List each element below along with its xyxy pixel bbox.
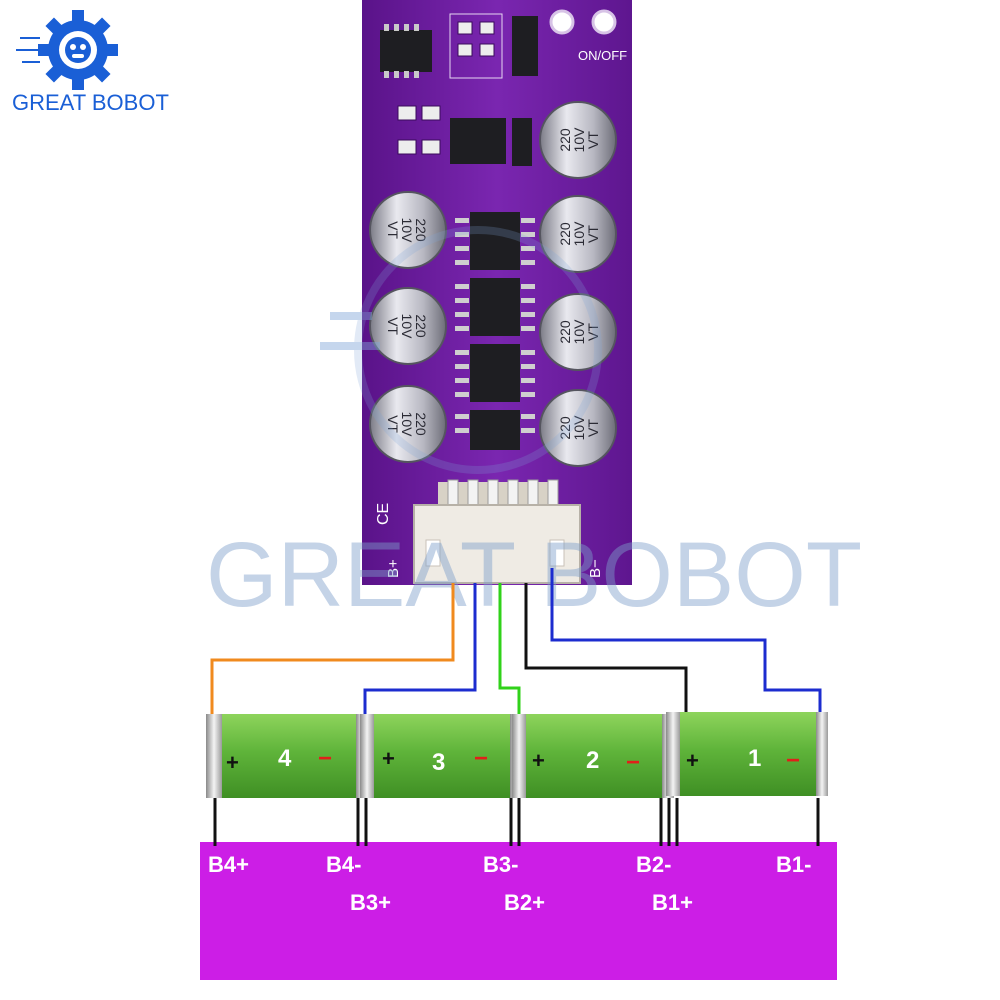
terminal-label: B3- — [483, 852, 518, 877]
capacitor: 220 10V VT — [539, 101, 617, 179]
switch-label: ON/OFF — [578, 48, 627, 63]
brand-name: GREAT BOBOT — [12, 90, 169, 115]
capacitor: 220 10V VT — [539, 389, 617, 467]
terminal-label: B4- — [326, 852, 361, 877]
gear-icon — [320, 226, 602, 474]
capacitor: 220 10V VT — [539, 195, 617, 273]
terminal-labels: B4+ B4- B3+ B3- B2+ B2- B1+ B1- — [208, 852, 811, 915]
watermark: GREAT BOBOT — [206, 226, 862, 626]
terminal-label: B4+ — [208, 852, 249, 877]
terminal-label: B1+ — [652, 890, 693, 915]
svg-text:VT: VT — [585, 225, 601, 243]
svg-text:VT: VT — [385, 317, 401, 335]
wire-black — [524, 583, 688, 720]
battery-cell-1: + 1 − — [666, 712, 828, 796]
svg-text:10V: 10V — [571, 221, 587, 247]
svg-text:220: 220 — [557, 320, 573, 344]
mosfet — [512, 16, 538, 76]
cell-minus: − — [318, 745, 332, 772]
svg-text:220: 220 — [557, 416, 573, 440]
svg-text:VT: VT — [585, 419, 601, 437]
terminal-label: B1- — [776, 852, 811, 877]
pin-label-b-plus: B+ — [385, 559, 402, 578]
watermark-text: GREAT BOBOT — [206, 524, 862, 626]
wires — [210, 568, 822, 720]
cell-number: 2 — [586, 747, 599, 774]
svg-text:220: 220 — [413, 314, 429, 338]
cell-minus: − — [474, 745, 488, 772]
terminal-panel — [200, 842, 837, 980]
svg-text:10V: 10V — [571, 319, 587, 345]
bms-board: ON/OFF — [362, 0, 632, 585]
wire-green — [498, 583, 521, 718]
ic-chip — [512, 118, 532, 166]
cell-number: 3 — [432, 749, 445, 776]
ic-column — [455, 212, 535, 450]
capacitor: 220 10V VT — [539, 293, 617, 371]
battery-cell-2: + 2 − — [512, 714, 674, 798]
ic-chip — [450, 118, 506, 164]
brand-logo: GREAT BOBOT — [12, 10, 169, 115]
svg-text:VT: VT — [585, 131, 601, 149]
cell-number: 4 — [278, 745, 292, 772]
svg-text:220: 220 — [557, 128, 573, 152]
capacitor: 220 10V VT — [369, 287, 447, 365]
battery-cell-3: + 3 − — [360, 714, 522, 798]
capacitor: 220 10V VT — [369, 385, 447, 463]
ic-chip — [380, 30, 432, 72]
cell-minus: − — [626, 749, 640, 776]
svg-text:10V: 10V — [399, 412, 415, 438]
terminal-label: B3+ — [350, 890, 391, 915]
svg-text:220: 220 — [413, 218, 429, 242]
cell-plus: + — [532, 748, 545, 773]
battery-cell-4: + 4 − — [206, 714, 368, 798]
svg-text:220: 220 — [413, 412, 429, 436]
gear-icon — [16, 10, 118, 90]
svg-text:10V: 10V — [571, 127, 587, 153]
svg-text:VT: VT — [385, 415, 401, 433]
svg-text:220: 220 — [557, 222, 573, 246]
ce-mark: CE — [375, 503, 392, 525]
cell-plus: + — [382, 746, 395, 771]
wire-blue-b3 — [363, 583, 477, 720]
cell-plus: + — [686, 748, 699, 773]
cell-minus: − — [786, 747, 800, 774]
svg-text:10V: 10V — [571, 415, 587, 441]
terminal-leads — [213, 798, 820, 846]
svg-text:10V: 10V — [399, 314, 415, 340]
switch-pad — [549, 9, 575, 35]
wire-blue-b1 — [550, 568, 822, 720]
svg-text:VT: VT — [585, 323, 601, 341]
cell-number: 1 — [748, 745, 761, 772]
terminal-label: B2- — [636, 852, 671, 877]
svg-text:VT: VT — [385, 221, 401, 239]
svg-text:10V: 10V — [399, 218, 415, 244]
capacitor: 220 10V VT — [369, 191, 447, 269]
wire-orange — [210, 583, 455, 720]
terminal-label: B2+ — [504, 890, 545, 915]
cell-plus: + — [226, 750, 239, 775]
switch-pad — [591, 9, 617, 35]
pin-label-b-minus: B− — [587, 559, 604, 578]
